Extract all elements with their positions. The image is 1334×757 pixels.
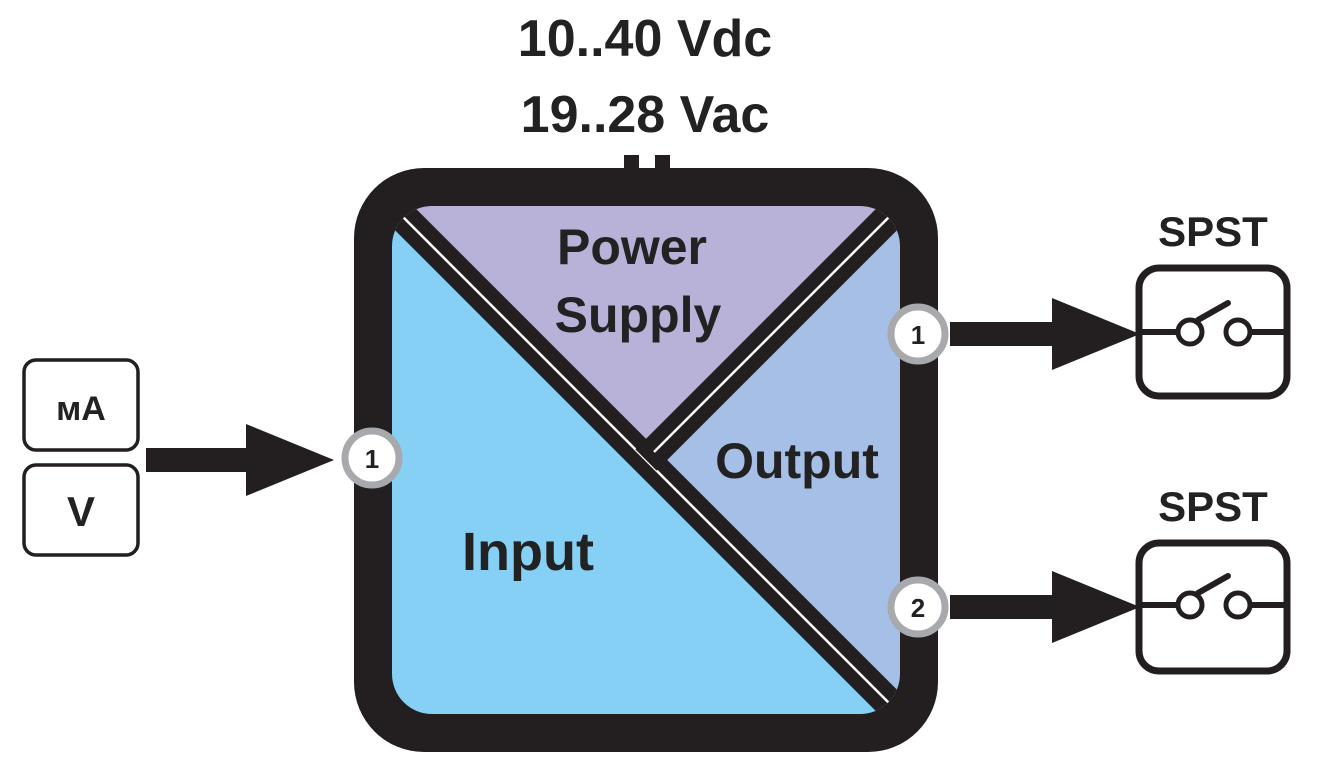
output-section <box>646 206 900 714</box>
output-port-2-number: 2 <box>911 593 925 623</box>
output-port-2: 2 <box>887 576 949 638</box>
voltage-signal-label: V <box>67 488 95 535</box>
input-signal-current: мA <box>22 358 140 452</box>
output-arrow-2 <box>950 571 1140 643</box>
output-port-1: 1 <box>887 303 949 365</box>
module-sections <box>392 206 900 714</box>
output-label: Output <box>715 433 879 489</box>
current-signal-label: мA <box>56 390 106 428</box>
power-supply-label-line1: Power <box>557 219 707 275</box>
relay-2-switch-icon <box>1135 539 1291 675</box>
relay-1-label: SPST <box>1158 208 1268 255</box>
supply-ac-label: 19..28 Vac <box>521 86 770 144</box>
input-signal-voltage: V <box>22 463 140 557</box>
input-arrow <box>146 424 334 496</box>
input-port-1: 1 <box>341 427 403 489</box>
power-supply-section <box>392 206 900 460</box>
supply-dc-label: 10..40 Vdc <box>518 10 772 68</box>
output-arrow-1 <box>950 298 1140 370</box>
output-port-1-number: 1 <box>911 320 925 350</box>
relay-2-label: SPST <box>1158 483 1268 530</box>
input-label: Input <box>462 522 594 582</box>
relay-1-switch-icon <box>1135 264 1291 400</box>
input-port-1-number: 1 <box>365 444 379 474</box>
power-supply-label-line2: Supply <box>555 287 722 343</box>
